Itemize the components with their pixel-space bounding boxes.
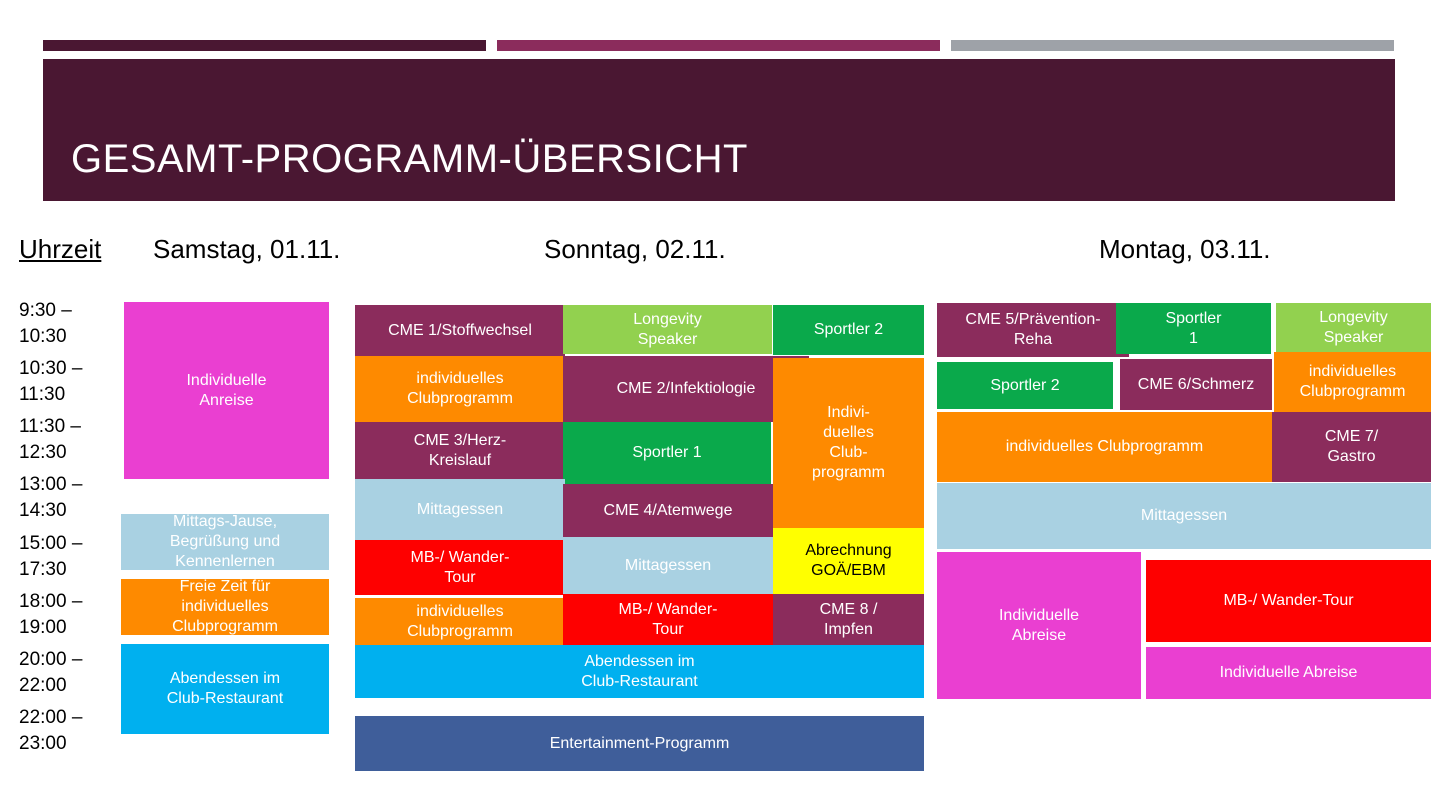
sat-anreise: Individuelle Anreise xyxy=(124,302,329,479)
header-sunday: Sonntag, 02.11. xyxy=(544,234,726,264)
sun-sportler1: Sportler 1 xyxy=(563,422,771,484)
accent-bar-2 xyxy=(497,40,940,51)
mon-abreise-2: Individuelle Abreise xyxy=(1146,647,1431,699)
time-slot: 22:00 –23:00 xyxy=(19,707,83,754)
sun-entertainment: Entertainment-Programm xyxy=(355,716,924,771)
sat-mittags-jause: Mittags-Jause, Begrüßung und Kennenlerne… xyxy=(121,514,329,570)
mon-cme7: CME 7/ Gastro xyxy=(1272,412,1431,482)
time-slot: 13:00 –14:30 xyxy=(19,474,83,521)
accent-bar-3 xyxy=(951,40,1394,51)
page-title: GESAMT-PROGRAMM-ÜBERSICHT xyxy=(71,137,748,181)
mon-wandertour: MB-/ Wander-Tour xyxy=(1146,560,1431,642)
mon-sportler1: Sportler 1 xyxy=(1116,303,1271,354)
sun-cme8: CME 8 / Impfen xyxy=(773,594,924,646)
mon-sportler2: Sportler 2 xyxy=(937,362,1113,409)
mon-clubprogramm-1: individuelles Clubprogramm xyxy=(1274,352,1431,412)
sun-cme4: CME 4/Atemwege xyxy=(563,484,773,537)
mon-abreise-1: Individuelle Abreise xyxy=(937,552,1141,699)
time-slot: 11:30 –12:30 xyxy=(19,416,81,463)
title-banner: GESAMT-PROGRAMM-ÜBERSICHT xyxy=(43,59,1395,201)
time-slot: 20:00 –22:00 xyxy=(19,649,83,696)
mon-cme5: CME 5/Prävention- Reha xyxy=(937,303,1129,357)
time-slot: 15:00 –17:30 xyxy=(19,533,83,580)
sun-sportler2: Sportler 2 xyxy=(773,305,924,355)
sun-cme3: CME 3/Herz- Kreislauf xyxy=(355,422,565,479)
sun-longevity: Longevity Speaker xyxy=(563,305,772,354)
sun-clubprogramm-3: individuelles Clubprogramm xyxy=(355,598,565,645)
mon-cme6: CME 6/Schmerz xyxy=(1120,359,1272,410)
mon-mittagessen: Mittagessen xyxy=(937,483,1431,549)
sun-mittagessen-1: Mittagessen xyxy=(355,479,565,540)
mon-clubprogramm-2: individuelles Clubprogramm xyxy=(937,412,1272,482)
sun-mittagessen-2: Mittagessen xyxy=(563,537,773,594)
header-monday: Montag, 03.11. xyxy=(1099,234,1271,264)
accent-bar-1 xyxy=(43,40,486,51)
time-slot: 10:30 –11:30 xyxy=(19,358,83,405)
time-slot: 18:00 –19:00 xyxy=(19,591,83,638)
header-saturday: Samstag, 01.11. xyxy=(153,234,341,264)
sun-wandertour-2: MB-/ Wander- Tour xyxy=(563,594,773,645)
sun-cme1: CME 1/Stoffwechsel xyxy=(355,305,565,356)
header-time: Uhrzeit xyxy=(19,234,102,264)
sun-clubprogramm-1: individuelles Clubprogramm xyxy=(355,356,565,422)
sun-wandertour-1: MB-/ Wander- Tour xyxy=(355,540,565,595)
sat-freie-zeit: Freie Zeit für individuelles Clubprogram… xyxy=(121,579,329,635)
sun-abendessen: Abendessen im Club-Restaurant xyxy=(355,645,924,698)
mon-longevity: Longevity Speaker xyxy=(1276,303,1431,352)
sun-abrechnung: Abrechnung GOÄ/EBM xyxy=(773,528,924,594)
sun-cme2: CME 2/Infektiologie xyxy=(563,356,809,422)
sat-abendessen: Abendessen im Club-Restaurant xyxy=(121,644,329,734)
sun-clubprogramm-2: Indivi- duelles Club- programm xyxy=(773,358,924,528)
time-slot: 9:30 –10:30 xyxy=(19,300,72,347)
